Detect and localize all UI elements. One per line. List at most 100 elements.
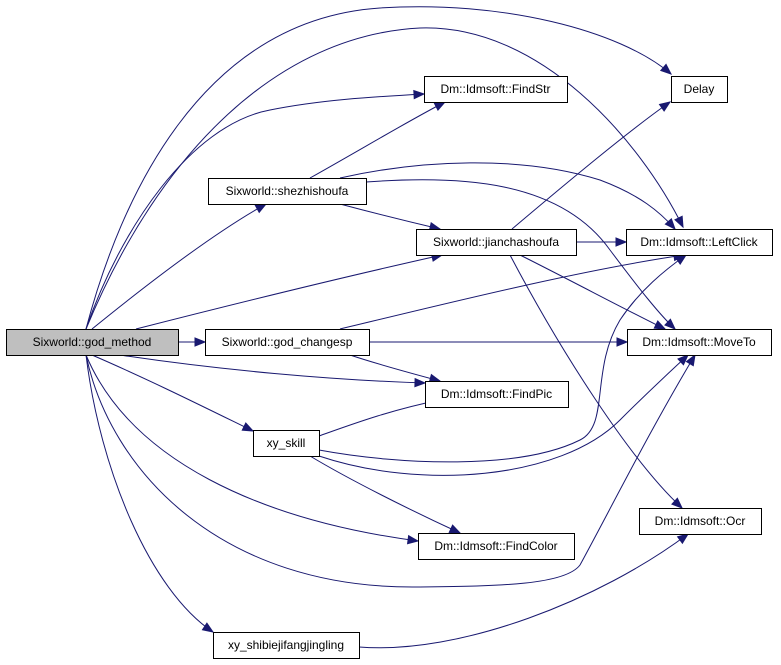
edge-jianchashoufa-to-Ocr <box>509 254 683 509</box>
edge-god_method-to-jianchashoufa <box>135 252 444 330</box>
edge-xy_skill-to-FindColor <box>309 455 462 534</box>
edge-line <box>85 6 672 330</box>
edge-god_method-to-shezhishoufa <box>91 203 268 330</box>
edge-line <box>339 254 685 330</box>
node-jianchashoufa[interactable]: Sixworld::jianchashoufa <box>416 229 577 256</box>
node-box <box>425 381 569 408</box>
arrowhead-icon <box>241 422 255 432</box>
edge-line <box>349 354 441 382</box>
edge-line <box>339 162 676 230</box>
node-label: Dm::Idmsoft::LeftClick <box>640 235 758 249</box>
edge-line <box>509 254 683 509</box>
edge-god_method-to-xy_shibie <box>85 354 215 633</box>
node-box <box>6 329 179 356</box>
node-box <box>671 76 728 103</box>
edge-god_method-to-FindStr <box>85 89 426 330</box>
arrowhead-icon <box>448 524 462 534</box>
edge-line <box>365 179 676 330</box>
edge-shezhishoufa-to-FindStr <box>309 101 447 179</box>
edge-line <box>318 254 687 463</box>
node-box <box>208 178 367 205</box>
node-god_changesp[interactable]: Sixworld::god_changesp <box>205 329 370 356</box>
node-FindPic[interactable]: Dm::Idmsoft::FindPic <box>425 381 569 408</box>
node-label: Dm::Idmsoft::FindStr <box>440 82 550 96</box>
edge-god_changesp-to-LeftClick <box>339 251 686 330</box>
edge-god_changesp-to-FindPic <box>349 354 442 383</box>
edge-god_method-to-MoveTo <box>85 353 696 588</box>
node-box <box>205 329 370 356</box>
edge-shezhishoufa-to-LeftClick <box>339 162 676 231</box>
node-box <box>627 329 772 356</box>
node-shezhishoufa[interactable]: Sixworld::shezhishoufa <box>208 178 367 205</box>
node-Ocr[interactable]: Dm::Idmsoft::Ocr <box>639 508 762 535</box>
edge-god_method-to-xy_skill <box>91 354 255 432</box>
node-label: Delay <box>684 82 715 96</box>
nodes-layer: Sixworld::god_method Sixworld::god_change… <box>6 76 773 659</box>
arrowhead-icon <box>413 89 426 100</box>
edge-jianchashoufa-to-MoveTo <box>519 254 667 330</box>
edge-jianchashoufa-to-LeftClick <box>576 237 628 247</box>
arrowhead-icon <box>433 101 447 112</box>
edge-line <box>91 203 267 330</box>
edge-god_changesp-to-MoveTo <box>369 337 629 347</box>
node-FindColor[interactable]: Dm::Idmsoft::FindColor <box>418 533 575 560</box>
edge-jianchashoufa-to-Delay <box>511 101 672 230</box>
node-box <box>418 533 575 560</box>
arrowhead-icon <box>194 337 207 347</box>
edge-line <box>85 93 425 330</box>
node-label: Sixworld::god_changesp <box>222 335 353 349</box>
node-Delay[interactable]: Delay <box>671 76 728 103</box>
arrowhead-icon <box>677 354 689 366</box>
edge-line <box>119 354 426 384</box>
node-label: Dm::Idmsoft::Ocr <box>655 514 746 528</box>
node-xy_shibie[interactable]: xy_shibiejifangjingling <box>213 632 360 659</box>
edge-shezhishoufa-to-MoveTo <box>365 179 676 330</box>
edge-line <box>85 354 696 588</box>
arrowhead-icon <box>616 337 629 347</box>
arrowhead-icon <box>671 497 683 509</box>
edge-xy_skill-to-MoveTo <box>318 354 689 476</box>
edge-xy_shibie-to-Ocr <box>358 533 690 649</box>
node-FindStr[interactable]: Dm::Idmsoft::FindStr <box>424 76 568 103</box>
node-xy_skill[interactable]: xy_skill <box>253 430 320 457</box>
node-label: Dm::Idmsoft::FindPic <box>441 387 552 401</box>
node-label: xy_skill <box>267 436 306 450</box>
node-LeftClick[interactable]: Dm::Idmsoft::LeftClick <box>626 229 773 256</box>
arrowhead-icon <box>201 622 215 633</box>
node-box <box>253 430 320 457</box>
node-box <box>416 229 577 256</box>
node-box <box>424 76 568 103</box>
arrowhead-icon <box>653 320 667 330</box>
edges-layer <box>85 6 696 649</box>
node-label: xy_shibiejifangjingling <box>228 638 344 652</box>
node-label: Sixworld::god_method <box>33 335 152 349</box>
node-god_method[interactable]: Sixworld::god_method <box>6 329 179 356</box>
edge-god_method-to-FindPic <box>119 354 427 388</box>
edge-line <box>85 354 419 542</box>
node-label: Dm::Idmsoft::FindColor <box>434 539 557 553</box>
node-label: Dm::Idmsoft::MoveTo <box>642 335 756 349</box>
node-MoveTo[interactable]: Dm::Idmsoft::MoveTo <box>627 329 772 356</box>
edge-line <box>85 27 684 330</box>
node-box <box>213 632 360 659</box>
edge-line <box>309 455 461 534</box>
node-label: Sixworld::shezhishoufa <box>226 184 349 198</box>
edge-xy_skill-to-LeftClick <box>318 254 688 463</box>
node-box <box>626 229 773 256</box>
edge-line <box>135 254 443 330</box>
edge-line <box>339 203 441 230</box>
edge-god_method-to-god_changesp <box>178 337 207 347</box>
edge-line <box>318 354 689 476</box>
arrowhead-icon <box>685 353 696 367</box>
edge-god_method-to-Delay <box>85 6 673 330</box>
edge-line <box>85 354 214 633</box>
arrowhead-icon <box>659 63 673 75</box>
edge-line <box>358 533 689 649</box>
edge-line <box>91 354 254 432</box>
arrowhead-icon <box>674 215 684 229</box>
arrowhead-icon <box>676 533 690 545</box>
edge-line <box>309 101 446 179</box>
arrowhead-icon <box>664 318 676 330</box>
edge-xy_skill-to-FindPic <box>318 397 442 437</box>
